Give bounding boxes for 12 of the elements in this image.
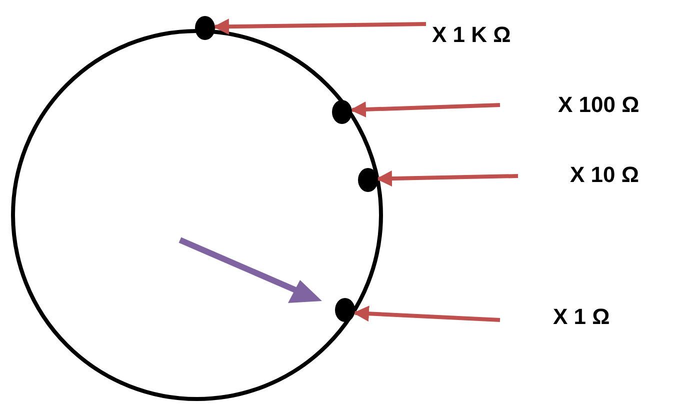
range-label: X 1 Ω: [553, 304, 610, 330]
range-label: X 100 Ω: [558, 92, 640, 118]
arrow: [213, 18, 426, 35]
range-label: X 10 Ω: [570, 162, 640, 188]
contact-dot: [335, 298, 355, 322]
arrow: [353, 306, 500, 322]
contact-dot: [358, 168, 378, 192]
range-label: X 1 K Ω: [432, 22, 511, 48]
arrow: [350, 101, 500, 118]
contact-dot: [195, 16, 215, 40]
contact-dot: [332, 100, 352, 124]
arrow: [376, 170, 518, 187]
